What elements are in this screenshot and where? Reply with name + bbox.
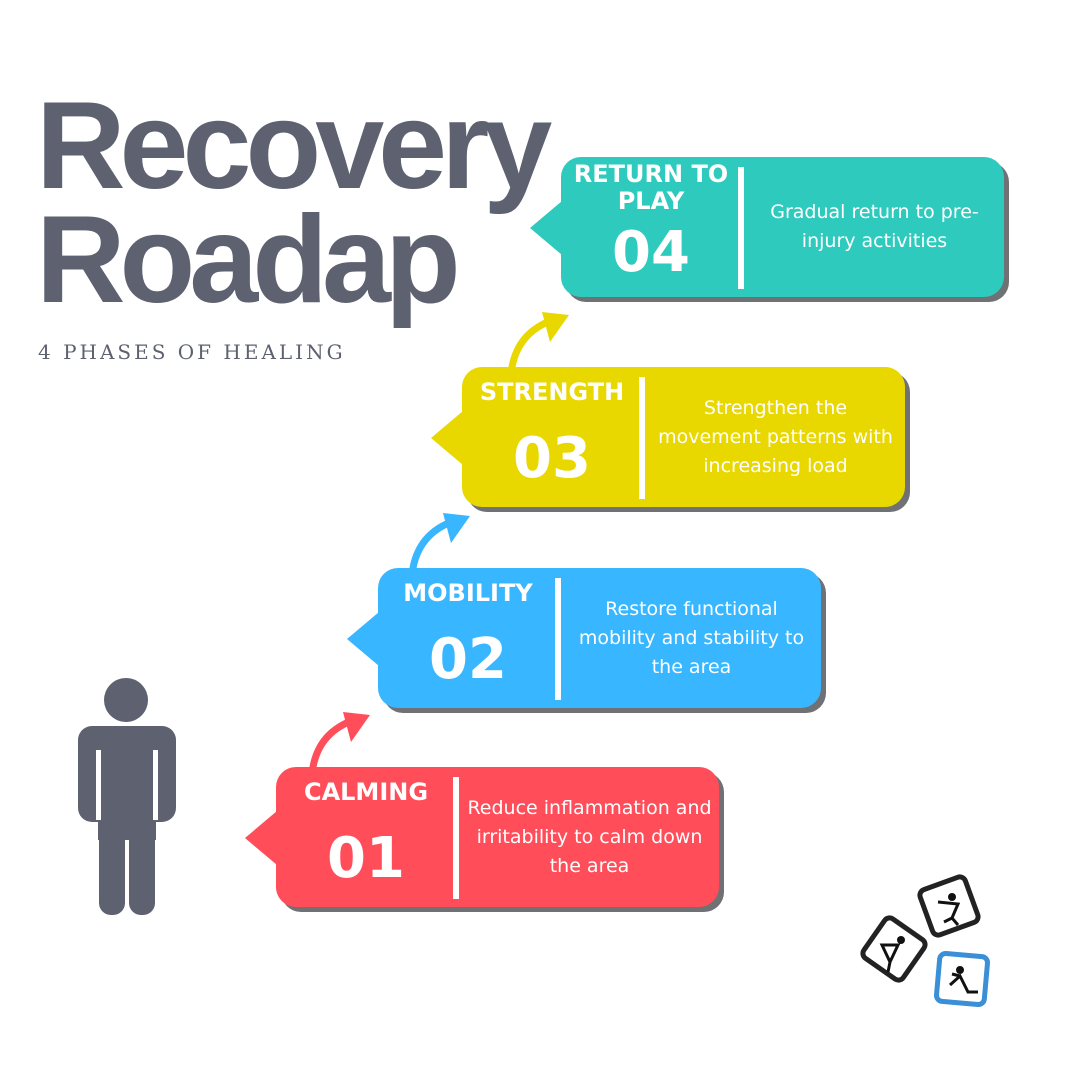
phase-card-return-to-play: RETURN TO PLAY 04 Gradual return to pre-… <box>530 157 1009 302</box>
divider <box>555 578 561 700</box>
phase-card-mobility: MOBILITY 02 Restore functional mobility … <box>347 568 826 713</box>
divider <box>453 777 459 899</box>
card-body <box>462 367 905 507</box>
card-pointer <box>245 811 277 865</box>
person-icon <box>78 678 176 915</box>
phase-number: 03 <box>513 426 591 491</box>
card-body <box>276 767 719 907</box>
card-body <box>561 157 1004 297</box>
phase-name: CALMING <box>303 778 429 806</box>
phase-description: Restore functional mobility and stabilit… <box>578 597 805 678</box>
phase-description: Strengthen the movement patterns with in… <box>658 396 893 477</box>
phase-name: STRENGTH <box>479 378 625 406</box>
card-pointer <box>431 411 463 465</box>
title-line-1: Recovery <box>36 77 552 215</box>
divider <box>738 167 744 289</box>
card-pointer <box>530 201 562 255</box>
phase-description: Reduce inflammation and irritability to … <box>467 796 712 877</box>
subtitle: 4 PHASES OF HEALING <box>38 340 346 364</box>
phase-number: 04 <box>612 220 690 285</box>
phase-card-strength: STRENGTH 03 Strengthen the movement patt… <box>431 367 910 512</box>
card-pointer <box>347 612 379 666</box>
phase-description: Gradual return to pre-injury activities <box>770 201 979 252</box>
phase-name: RETURN TO PLAY <box>573 160 729 215</box>
phase-name: MOBILITY <box>403 579 533 607</box>
phase-number: 01 <box>327 826 405 891</box>
phase-card-calming: CALMING 01 Reduce inflammation and irrit… <box>245 767 724 912</box>
sports-logo-icon <box>860 874 991 1008</box>
arrowheads <box>343 312 569 742</box>
title-line-2: Roadap <box>36 191 461 329</box>
phase-number: 02 <box>429 627 507 692</box>
card-body <box>378 568 821 708</box>
divider <box>639 377 645 499</box>
